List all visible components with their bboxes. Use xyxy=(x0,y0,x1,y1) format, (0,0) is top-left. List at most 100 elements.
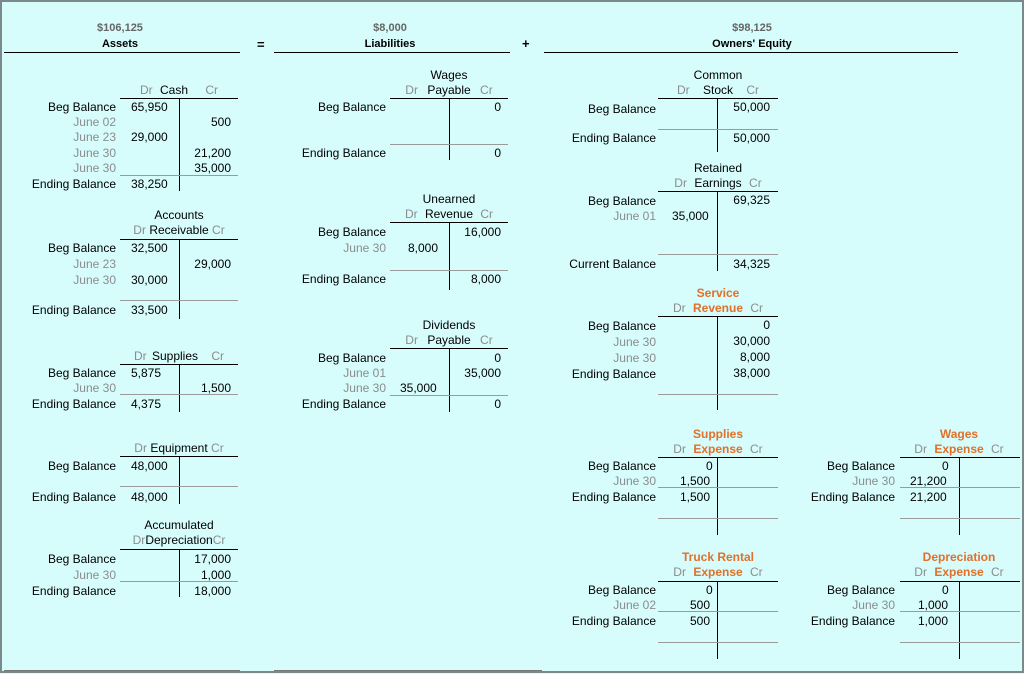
dividends-payable-row-label: Beg Balance xyxy=(317,351,386,365)
wages-payable-name-line2: Payable xyxy=(427,83,471,97)
depreciation-expense-name-line2: Expense xyxy=(934,565,984,579)
dividends-payable-t-stem xyxy=(449,348,450,412)
depreciation-row-label: Beg Balance xyxy=(826,583,895,597)
dr-label: Dr xyxy=(133,349,147,363)
supplies-expense-title: Supplies Dr Expense Cr xyxy=(658,427,778,457)
unearned-revenue-row-label: Beg Balance xyxy=(317,225,386,239)
cr-label: Cr xyxy=(991,442,1004,456)
supplies-row-label: June 30 xyxy=(73,381,116,395)
ar-dr-value: 32,500 xyxy=(131,241,168,255)
equity-header-line xyxy=(544,52,958,53)
assets-bottom-line xyxy=(4,670,240,671)
ar-row-label: Ending Balance xyxy=(31,303,116,317)
supplies-title: Dr Supplies Cr xyxy=(120,349,238,364)
unearned-revenue-dr-value: 8,000 xyxy=(408,241,439,255)
truck-rental-row-label: June 02 xyxy=(613,598,656,612)
unearned-revenue-row-label: Ending Balance xyxy=(301,272,386,286)
depreciation-dr-value: 0 xyxy=(942,583,949,597)
depreciation-row-label: Ending Balance xyxy=(810,614,895,628)
cash-balance-rule xyxy=(120,175,238,176)
dr-label: Dr xyxy=(914,565,927,579)
depreciation-t-top xyxy=(900,581,1020,582)
truck-rental-dr-value: 0 xyxy=(706,583,713,597)
dividends-payable-cr-value: 0 xyxy=(494,351,501,365)
cr-label: Cr xyxy=(991,565,1004,579)
common-stock-cr-value: 50,000 xyxy=(733,100,770,114)
cash-row-label: June 02 xyxy=(73,115,116,129)
ar-balance-rule xyxy=(120,300,238,301)
equipment-name: Equipment xyxy=(150,441,208,455)
retained-earnings-cr-value: 69,325 xyxy=(733,193,770,207)
truck-rental-row-label: Beg Balance xyxy=(587,583,656,597)
truck-rental-t-stem xyxy=(717,581,718,659)
assets-label: Assets xyxy=(101,38,139,50)
supplies-row-label: Beg Balance xyxy=(47,366,116,380)
service-revenue-row-label: June 30 xyxy=(613,335,656,349)
common-stock-row-label: Ending Balance xyxy=(571,131,656,145)
cr-label: Cr xyxy=(211,349,225,363)
equals-sign: = xyxy=(257,37,265,52)
liabilities-header-line xyxy=(274,52,510,53)
service-revenue-cr-value: 0 xyxy=(763,318,770,332)
common-stock-name-line1: Common xyxy=(693,68,743,82)
accum-dep-cr-value: 18,000 xyxy=(194,584,231,598)
accum-dep-row-label: June 30 xyxy=(73,568,116,582)
accum-dep-t-stem xyxy=(179,549,180,597)
equipment-t-stem xyxy=(179,456,180,504)
retained-earnings-row-label: Current Balance xyxy=(569,257,656,271)
supplies-expense-name-line1: Supplies xyxy=(692,427,743,441)
dr-label: Dr xyxy=(405,83,418,97)
equity-total: $98,125 xyxy=(732,22,772,34)
wages-expense-name-line1: Wages xyxy=(939,427,979,441)
retained-earnings-t-stem xyxy=(717,191,718,271)
dividends-payable-name-line2: Payable xyxy=(427,333,471,347)
cash-row-label: Beg Balance xyxy=(47,100,116,114)
supplies-expense-balance-rule xyxy=(658,487,778,488)
wages-expense-dr-value: 0 xyxy=(942,459,949,473)
retained-earnings-row-label: June 01 xyxy=(613,209,656,223)
dr-label: Dr xyxy=(405,333,418,347)
cr-label: Cr xyxy=(212,533,226,547)
retained-earnings-row-label: Beg Balance xyxy=(587,194,656,208)
ar-t-stem xyxy=(179,239,180,319)
dr-label: Dr xyxy=(914,442,927,456)
wages-expense-row-label: Ending Balance xyxy=(810,490,895,504)
cash-dr-value: 29,000 xyxy=(131,130,168,144)
supplies-cr-value: 1,500 xyxy=(200,381,231,395)
ar-row-label: June 23 xyxy=(73,257,116,271)
supplies-name: Supplies xyxy=(151,349,199,363)
supplies-expense-row-label: Beg Balance xyxy=(587,459,656,473)
depreciation-t-stem xyxy=(959,581,960,659)
wages-payable-cr-value: 0 xyxy=(494,100,501,114)
cash-title: Dr Cash Cr xyxy=(120,83,238,98)
dividends-payable-name-line1: Dividends xyxy=(422,318,476,332)
unearned-revenue-t-stem xyxy=(449,222,450,290)
service-revenue-cr-value: 38,000 xyxy=(733,366,770,380)
dr-label: Dr xyxy=(404,207,418,221)
ar-dr-value: 30,000 xyxy=(131,273,168,287)
wages-expense-row-label: June 30 xyxy=(852,474,895,488)
wages-payable-row-label: Ending Balance xyxy=(301,146,386,160)
cash-t-stem xyxy=(179,98,180,191)
truck-rental-expense-name-line1: Truck Rental xyxy=(681,550,755,564)
service-revenue-name-line1: Service xyxy=(696,286,740,300)
truck-rental-dr-value: 500 xyxy=(690,598,711,612)
service-revenue-t-top xyxy=(658,316,778,317)
supplies-balance-rule xyxy=(120,394,238,395)
accum-dep-balance-rule xyxy=(120,581,238,582)
dividends-payable-title: Dividends Dr Payable Cr xyxy=(390,318,508,348)
dr-label: Dr xyxy=(133,223,146,237)
accum-dep-row-label: Ending Balance xyxy=(31,584,116,598)
service-revenue-cr-value: 8,000 xyxy=(739,350,770,364)
cash-row-label: Ending Balance xyxy=(31,177,116,191)
service-revenue-title: Service Dr Revenue Cr xyxy=(658,286,778,316)
cr-label: Cr xyxy=(480,83,493,97)
common-stock-t-stem xyxy=(717,98,718,152)
common-stock-balance-rule xyxy=(658,129,778,130)
dr-label: Dr xyxy=(132,533,146,547)
wages-expense-balance-rule xyxy=(900,487,1020,488)
supplies-expense-dr-value: 1,500 xyxy=(680,490,711,504)
unearned-revenue-cr-value: 16,000 xyxy=(464,225,501,239)
supplies-dr-value: 5,875 xyxy=(131,366,162,380)
retained-earnings-t-top xyxy=(658,191,778,192)
